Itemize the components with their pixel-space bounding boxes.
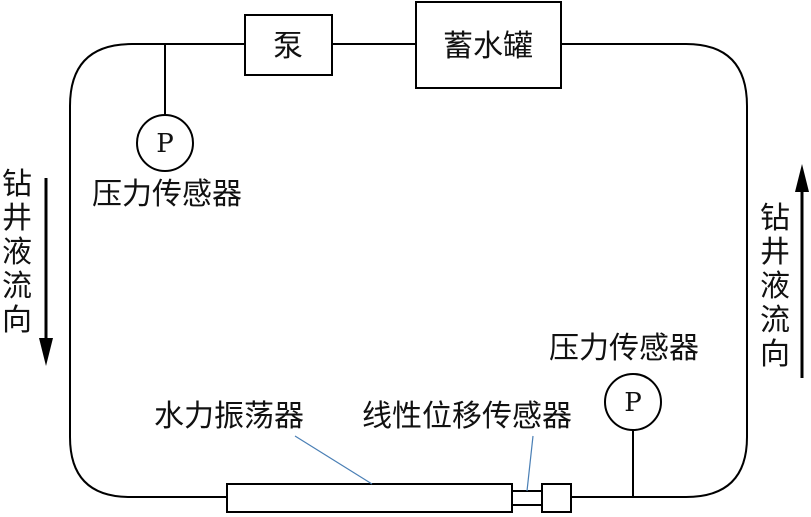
left-flow-arrow-head: [39, 338, 53, 366]
right-pressure-sensor-label: 压力传感器: [549, 331, 699, 366]
left-pressure-gauge: [136, 114, 194, 172]
oscillator-leader-line: [294, 435, 373, 485]
right-pressure-gauge: [604, 373, 662, 431]
displacement-sensor-body: [541, 483, 572, 513]
pump-box: [244, 14, 333, 76]
sensor-leader-line: [526, 435, 534, 492]
right-flow-direction-label: 钻井液流向: [760, 201, 790, 372]
pipe-loop: [69, 43, 748, 498]
left-flow-direction-label: 钻井液流向: [2, 167, 32, 338]
left-pressure-sensor-label: 压力传感器: [92, 177, 242, 212]
pump-label: 泵: [273, 29, 303, 64]
tank-label: 蓄水罐: [443, 29, 533, 64]
tank-box: [415, 1, 562, 89]
displacement-sensor-label: 线性位移传感器: [362, 399, 572, 434]
oscillator-label: 水力振荡器: [154, 399, 304, 434]
left-gauge-symbol: P: [156, 129, 174, 159]
right-flow-arrow-head: [795, 164, 809, 192]
oscillator-body: [226, 483, 513, 513]
displacement-sensor-rod: [511, 490, 543, 506]
right-gauge-symbol: P: [624, 388, 642, 418]
